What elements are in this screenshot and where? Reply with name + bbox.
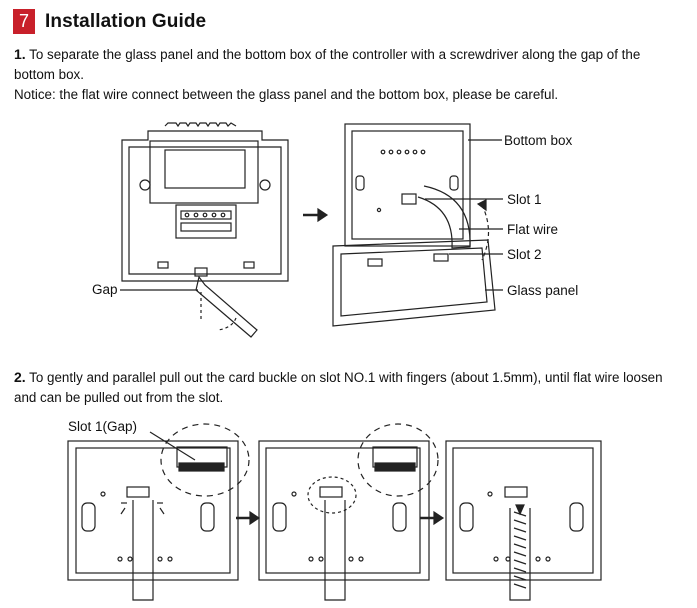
section-header: 7 Installation Guide xyxy=(13,9,206,34)
glass-panel-back-illustration xyxy=(120,122,289,338)
step1-paragraph: 1. To separate the glass panel and the b… xyxy=(14,44,684,85)
slot2-label: Slot 2 xyxy=(507,247,542,262)
bottom-box-illustration xyxy=(332,123,503,327)
slot1-gap-label: Slot 1(Gap) xyxy=(68,419,137,434)
bottom-box-label: Bottom box xyxy=(504,133,573,148)
glass-panel-label: Glass panel xyxy=(507,283,578,298)
slot-panel-b-illustration xyxy=(258,423,439,601)
step1-text: To separate the glass panel and the bott… xyxy=(14,47,641,82)
slot-panel-a-illustration xyxy=(67,423,250,601)
page-title: Installation Guide xyxy=(45,10,207,32)
step1-notice: Notice: the flat wire connect between th… xyxy=(14,87,559,102)
step2-paragraph: 2. To gently and parallel pull out the c… xyxy=(14,367,684,408)
step1-number: 1. xyxy=(14,46,26,62)
step2-text: To gently and parallel pull out the card… xyxy=(14,370,663,405)
arrow-head-icon xyxy=(317,207,329,223)
gap-label: Gap xyxy=(92,282,118,297)
slot1-label: Slot 1 xyxy=(507,192,542,207)
step-badge: 7 xyxy=(13,9,35,34)
slot-panel-c-illustration xyxy=(445,440,602,601)
flat-wire-label: Flat wire xyxy=(507,222,558,237)
step2-number: 2. xyxy=(14,369,26,385)
